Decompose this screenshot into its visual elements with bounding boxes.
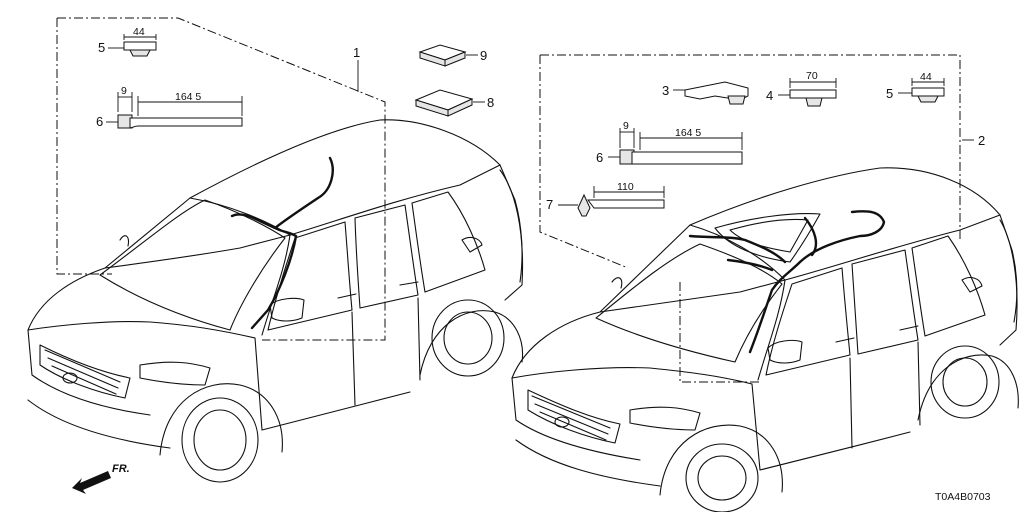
right-car: [511, 167, 1019, 512]
dim-164-5-left: 164 5: [175, 91, 201, 103]
front-direction-arrow: [72, 471, 111, 494]
callout-2: 2: [978, 133, 985, 148]
left-roof-harness: [230, 156, 334, 330]
diagram-code: T0A4B0703: [935, 491, 991, 503]
group-1-boundary: [56, 17, 386, 341]
front-direction-label: FR.: [112, 463, 130, 475]
dim-44-right: 44: [920, 71, 932, 83]
left-car: [27, 119, 524, 483]
right-roof-harness: [688, 210, 886, 354]
callout-6-right: 6: [596, 150, 603, 165]
part-5-clip-right: [911, 78, 945, 103]
callout-9: 9: [480, 48, 487, 63]
callout-5-left: 5: [98, 40, 105, 55]
dim-164-5-right: 164 5: [675, 127, 701, 139]
group-2-boundary: [539, 54, 961, 383]
callout-5-right: 5: [886, 86, 893, 101]
dim-70: 70: [806, 70, 818, 82]
dim-9-left: 9: [121, 85, 127, 97]
callout-1: 1: [353, 45, 360, 60]
callout-6-left: 6: [96, 114, 103, 129]
part-4-clip: [789, 78, 837, 107]
callout-4: 4: [766, 88, 773, 103]
part-9-pad: [418, 44, 467, 67]
dim-9-right: 9: [623, 120, 629, 132]
part-5-clip-left: [123, 34, 157, 57]
part-3-bracket: [684, 81, 749, 105]
callout-8: 8: [487, 95, 494, 110]
dim-110: 110: [617, 181, 634, 193]
part-8-pad: [414, 89, 474, 117]
dim-44-left: 44: [133, 26, 145, 38]
part-7-clip: [577, 186, 665, 217]
callout-3: 3: [662, 83, 669, 98]
part-6-holder-left: [117, 92, 243, 129]
callout-7: 7: [546, 197, 553, 212]
part-6-holder-right: [619, 128, 743, 165]
